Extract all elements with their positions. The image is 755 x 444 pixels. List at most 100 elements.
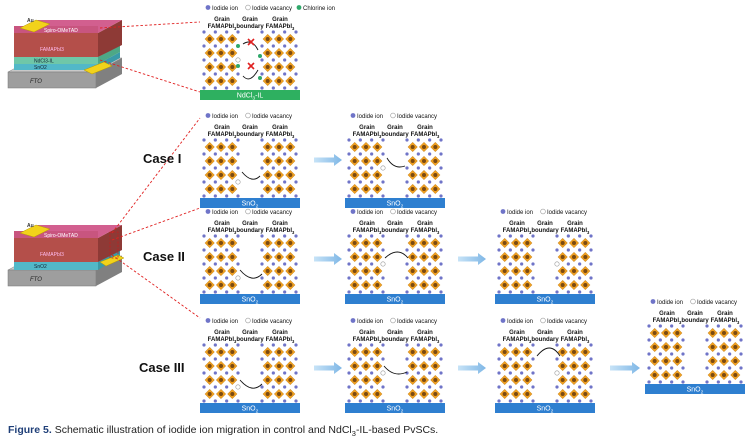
iodide-ion-dot bbox=[508, 262, 512, 266]
iodide-ion-dot bbox=[236, 290, 240, 294]
iodide-ion-dot bbox=[271, 248, 275, 252]
iodide-ion-dot bbox=[260, 385, 264, 389]
iodide-ion-legend-icon bbox=[350, 318, 356, 323]
grain-material-right: FAMAPbI3 bbox=[266, 132, 295, 139]
lead-center bbox=[364, 283, 368, 287]
iodide-ion-dot bbox=[520, 248, 524, 252]
lead-center bbox=[572, 378, 576, 382]
lead-center bbox=[230, 378, 235, 382]
iodide-ion-dot bbox=[416, 385, 420, 389]
iodide-ion-dot bbox=[202, 399, 206, 403]
iodide-vacancy-legend-icon bbox=[245, 4, 251, 11]
sno2-layer bbox=[495, 294, 595, 304]
lead-center bbox=[675, 331, 680, 335]
lead-center bbox=[265, 187, 270, 191]
lead-center bbox=[422, 187, 426, 191]
lead-center bbox=[410, 241, 415, 245]
lead-center bbox=[352, 392, 357, 396]
iodide-ion-dot bbox=[236, 357, 240, 361]
iodide-ion-dot bbox=[370, 399, 374, 403]
boundary-label-line2: boundary bbox=[381, 228, 409, 234]
iodide-ion-dot bbox=[405, 371, 409, 375]
legend-iodide-vacancy: Iodide vacancy bbox=[252, 210, 292, 216]
lead-center bbox=[219, 269, 223, 273]
iodide-ion-dot bbox=[358, 399, 362, 403]
grain-label-left: Grain bbox=[509, 330, 525, 336]
iodide-ion-dot bbox=[647, 352, 651, 356]
iodide-ion-dot bbox=[705, 352, 709, 356]
device-top-layer-spiro: Spiro-OMeTAD bbox=[44, 28, 78, 34]
label-sub: 2 bbox=[401, 409, 404, 415]
iodide-ion-dot bbox=[566, 357, 570, 361]
lead-center bbox=[230, 283, 235, 287]
iodide-ion-dot bbox=[439, 343, 443, 347]
iodide-ion-dot bbox=[370, 357, 374, 361]
iodide-ion-dot bbox=[508, 276, 512, 280]
iodide-ion-dot bbox=[283, 138, 287, 142]
grain-material-left: FAMAPbI3 bbox=[208, 337, 237, 344]
lead-center bbox=[675, 345, 680, 349]
legend-iodide-vacancy: Iodide vacancy bbox=[547, 319, 587, 325]
iodide-ion-dot bbox=[347, 357, 351, 361]
iodide-ion-dot bbox=[236, 72, 240, 76]
migration-path bbox=[386, 157, 406, 168]
lead-center bbox=[664, 345, 668, 349]
lead-center bbox=[410, 255, 415, 259]
process-arrow bbox=[610, 362, 640, 374]
lead-center bbox=[514, 269, 518, 273]
iodide-ion-dot bbox=[213, 152, 217, 156]
lead-center bbox=[422, 241, 426, 245]
iodide-ion-dot bbox=[520, 399, 524, 403]
lead-center bbox=[265, 350, 270, 354]
iodide-ion-dot bbox=[716, 338, 720, 342]
substrate-label: SnO2 bbox=[242, 406, 259, 415]
lead-center bbox=[219, 51, 223, 55]
lead-center bbox=[652, 373, 657, 377]
iodide-ion-dot bbox=[213, 262, 217, 266]
iodide-ion-dot bbox=[405, 180, 409, 184]
lead-center bbox=[422, 364, 426, 368]
iodide-ion-dot bbox=[294, 234, 298, 238]
iodide-ion-dot bbox=[428, 194, 432, 198]
iodide-ion-dot bbox=[236, 343, 240, 347]
iodide-ion-dot bbox=[405, 248, 409, 252]
lead-center bbox=[410, 364, 415, 368]
perovskite-lattice bbox=[260, 234, 298, 294]
lead-center bbox=[572, 364, 576, 368]
migration-path bbox=[383, 365, 408, 375]
iodide-ion-dot bbox=[497, 357, 501, 361]
iodide-ion-dot bbox=[271, 290, 275, 294]
iodide-ion-dot bbox=[225, 194, 229, 198]
lead-center bbox=[583, 255, 588, 259]
iodide-ion-dot bbox=[236, 166, 240, 170]
iodide-ion-dot bbox=[416, 290, 420, 294]
lead-center bbox=[219, 283, 223, 287]
iodide-ion-dot bbox=[381, 194, 385, 198]
grain-material-left: FAMAPbI3 bbox=[208, 24, 237, 31]
grain-material-right: FAMAPbI3 bbox=[266, 24, 295, 31]
iodide-ion-dot bbox=[294, 248, 298, 252]
perovskite-lattice bbox=[347, 343, 386, 403]
lead-center bbox=[277, 378, 281, 382]
perovskite-lattice bbox=[705, 324, 743, 384]
iodide-ion-dot bbox=[358, 343, 362, 347]
label-main: FAMAPbI bbox=[711, 318, 738, 324]
iodide-ion-dot bbox=[381, 138, 385, 142]
chlorine-ion-legend-icon bbox=[296, 5, 302, 10]
lead-center bbox=[207, 392, 212, 396]
label-sub: 3 bbox=[529, 339, 532, 344]
label-sub: 3 bbox=[379, 339, 382, 344]
perovskite-lattice bbox=[554, 234, 593, 294]
iodide-ion-dot bbox=[405, 166, 409, 170]
label-sub: 3 bbox=[587, 339, 590, 344]
label-sub: 3 bbox=[437, 134, 440, 139]
iodide-ion-dot bbox=[381, 152, 385, 156]
grain-label-right: Grain bbox=[417, 125, 433, 131]
grain-material-left: FAMAPbI3 bbox=[503, 228, 532, 235]
grain-label-right: Grain bbox=[417, 330, 433, 336]
iodide-ion-dot bbox=[647, 324, 651, 328]
iodide-ion-dot bbox=[439, 166, 443, 170]
iodide-ion-dot bbox=[236, 234, 240, 238]
iodide-ion-dot bbox=[358, 180, 362, 184]
iodide-ion-dot bbox=[716, 380, 720, 384]
